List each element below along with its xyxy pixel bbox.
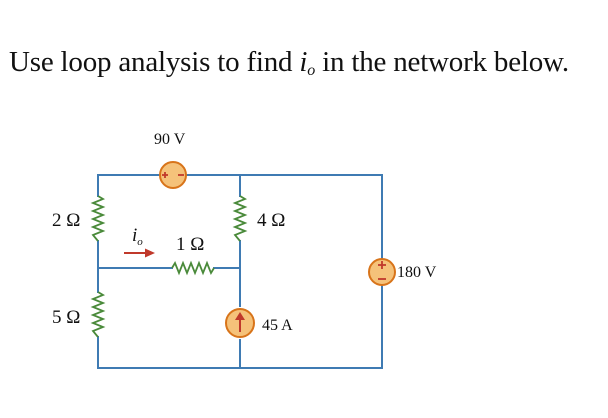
label-90v: 90 V (154, 131, 186, 148)
label-180v: 180 V (397, 264, 437, 281)
label-io: io (132, 225, 143, 248)
wires (97, 174, 383, 369)
current-arrow-io (124, 248, 155, 258)
resistor-2ohm (90, 195, 106, 242)
label-2ohm: 2 Ω (52, 210, 80, 231)
resistors (90, 195, 248, 338)
problem-statement: Use loop analysis to find io in the netw… (9, 46, 569, 80)
voltage-source-90v (159, 161, 187, 189)
label-1ohm: 1 Ω (176, 234, 204, 255)
current-source-45a (225, 308, 255, 338)
resistor-1ohm (171, 260, 215, 276)
resistor-4ohm (232, 195, 248, 242)
label-4ohm: 4 Ω (257, 210, 285, 231)
problem-text-before: Use loop analysis to find (9, 46, 300, 78)
label-io-var: i (132, 225, 137, 246)
label-io-sub: o (137, 236, 143, 248)
resistor-5ohm (90, 291, 106, 338)
label-5ohm: 5 Ω (52, 307, 80, 328)
problem-variable-subscript: o (307, 62, 316, 79)
label-45a: 45 A (262, 317, 293, 334)
problem-text-after: in the network below. (315, 46, 569, 78)
voltage-source-180v (368, 258, 396, 286)
problem-variable: i (299, 46, 308, 78)
